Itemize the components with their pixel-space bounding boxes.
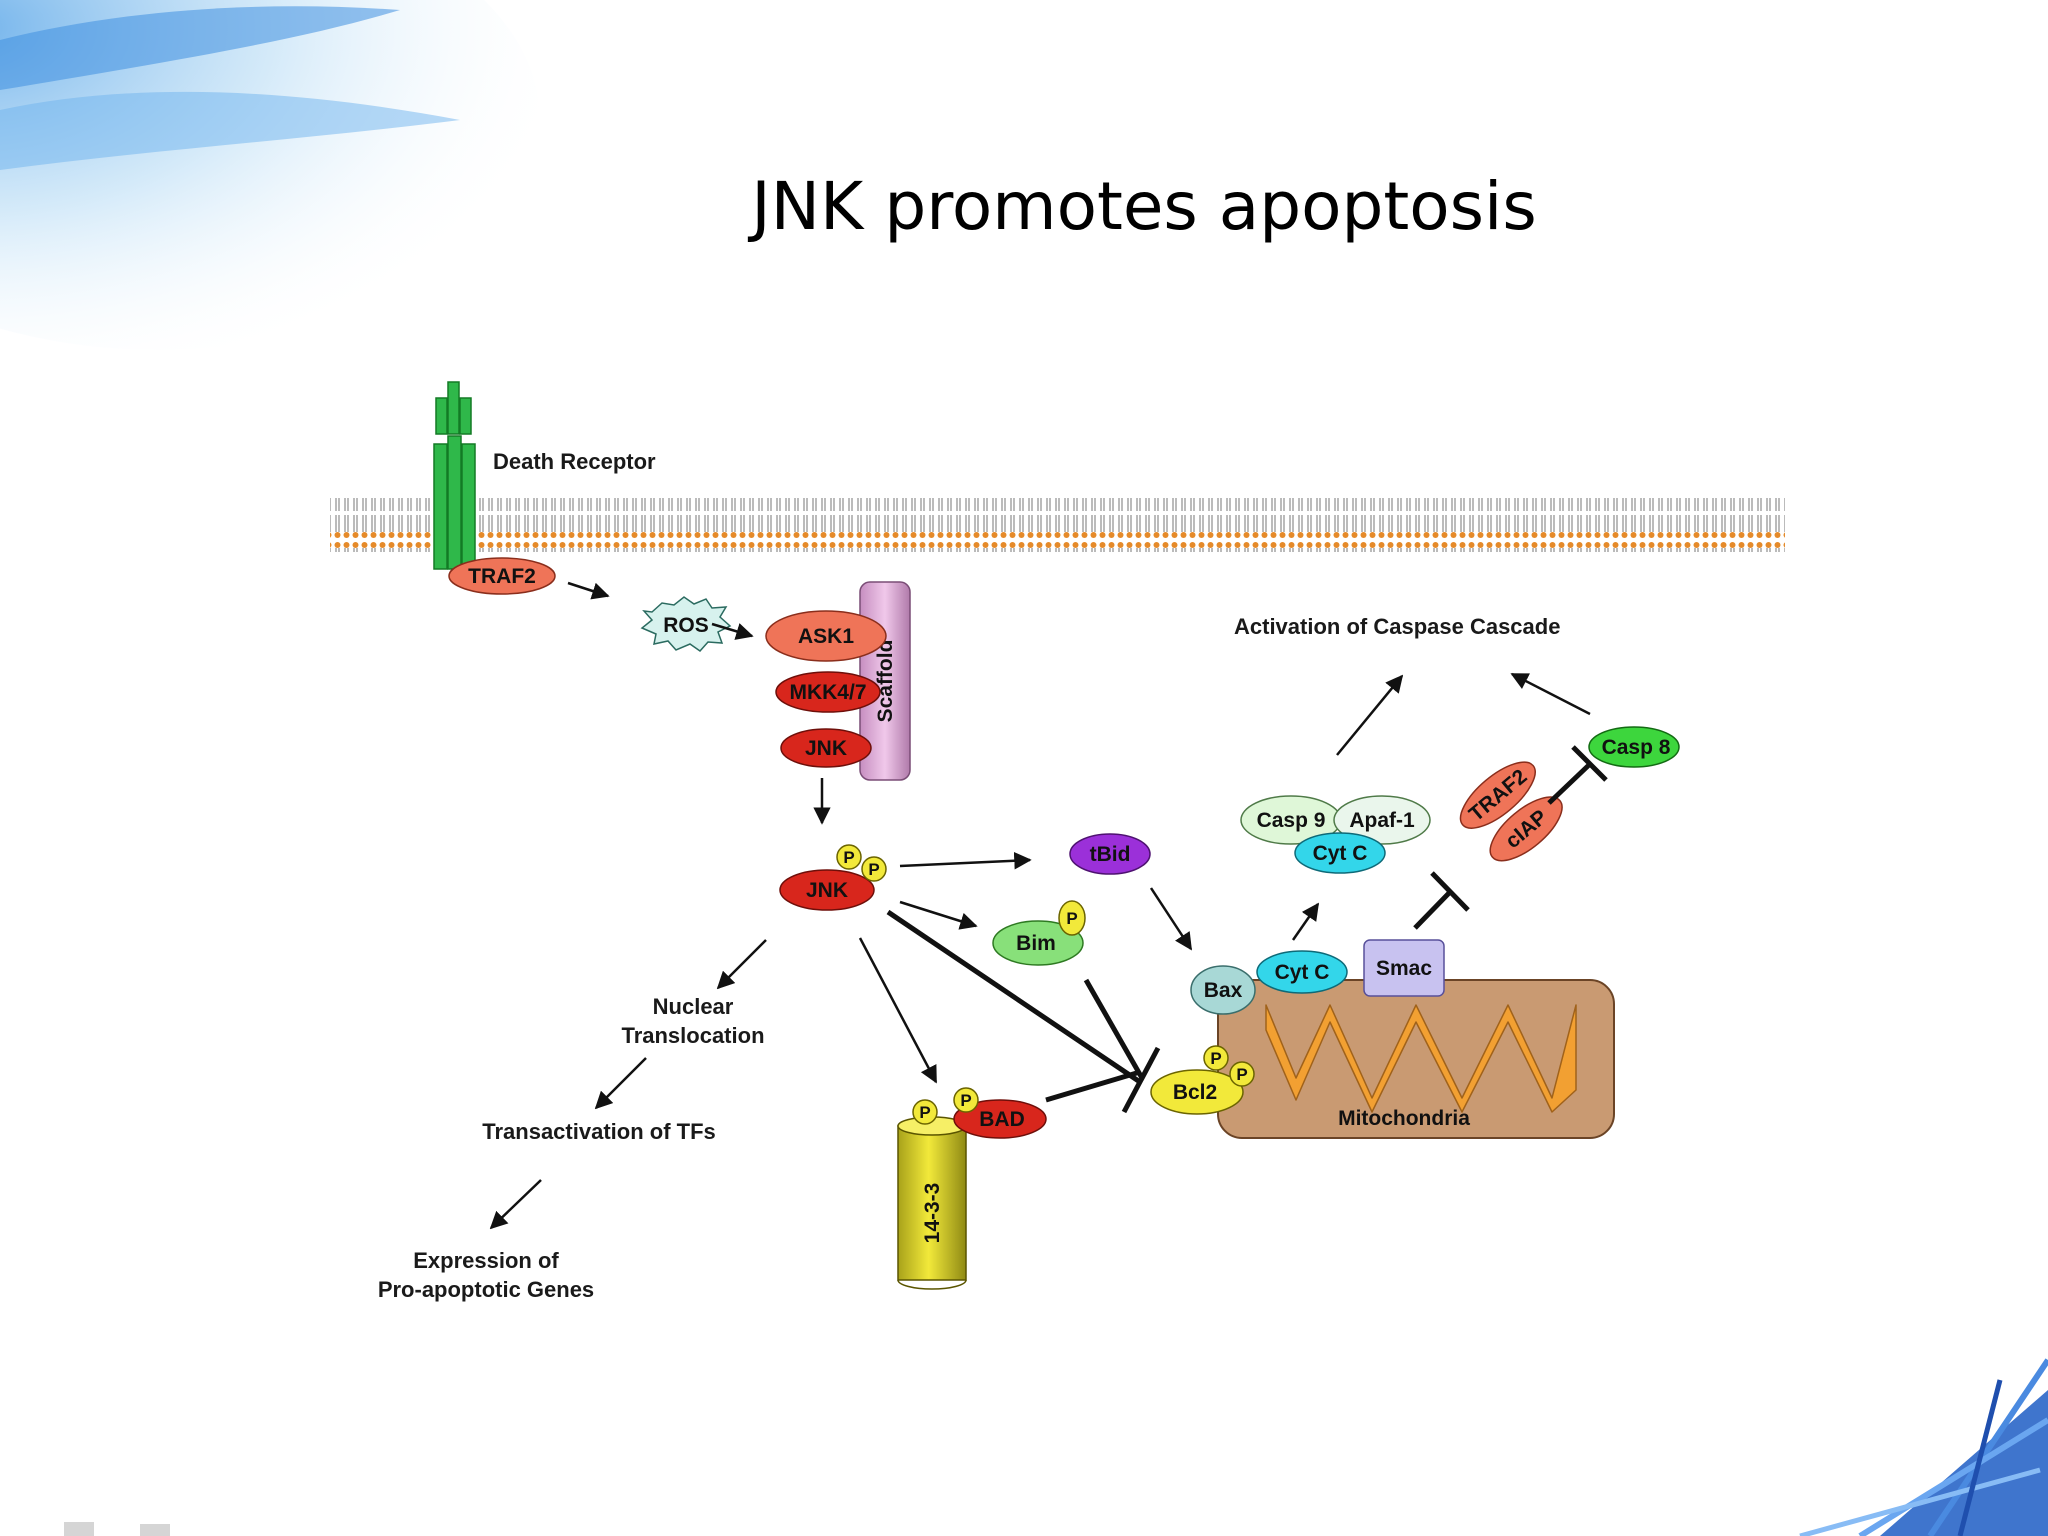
molecule-ros: [640, 596, 732, 652]
arrow-jnk-to-nuclear: [716, 939, 767, 990]
phospho-14-3-3: [912, 1099, 938, 1125]
molecule-casp8: [1588, 726, 1680, 768]
label-casp8: Casp 8: [1602, 736, 1671, 759]
arrow-traf2-to-ros: [567, 581, 610, 600]
label-mitochondria: Mitochondria: [1338, 1107, 1470, 1130]
label-phospho-14-3-3: P: [919, 1103, 930, 1122]
label-expression: Expression of: [413, 1248, 559, 1273]
inhibit-bad-to-bcl2: [1045, 1069, 1141, 1103]
arrow-jnk-to-bim: [899, 900, 978, 930]
label-bcl2: Bcl2: [1173, 1081, 1217, 1104]
molecule-jnk-phosphorylated: [779, 869, 875, 911]
label-traf2: TRAF2: [468, 565, 536, 588]
molecule-bcl2: [1150, 1069, 1244, 1115]
arrow-jnk-to-tbid: [899, 851, 1032, 870]
molecule-bax: [1190, 965, 1256, 1015]
mitochondria-cristae: [1265, 1004, 1577, 1113]
label-tbid: tBid: [1090, 843, 1131, 866]
label-phospho-bim: P: [1066, 909, 1077, 928]
label-14-3-3: 14-3-3: [921, 1183, 944, 1244]
cell-membrane: [330, 498, 1785, 552]
bottom-right-flower-decoration: [1799, 1358, 2048, 1536]
label-mkk4-7: MKK4/7: [789, 681, 866, 704]
label-phospho-bad: P: [960, 1091, 971, 1110]
molecule-cyt-c-mito: [1256, 950, 1348, 994]
phospho-bcl2-1: [1203, 1045, 1229, 1071]
molecule-traf2: [448, 557, 556, 595]
inhibit-smac-to-ciap: [1413, 889, 1453, 930]
phospho-bad: [953, 1087, 979, 1113]
molecule-bad: [953, 1099, 1047, 1139]
molecule-cyt-c-apoptosome: [1294, 832, 1386, 874]
label-jnk-phosphorylated: JNK: [806, 879, 848, 902]
molecule-traf2-ciap-complex: [1459, 761, 1536, 829]
molecule-smac: [1363, 939, 1445, 997]
inhibit-jnk-to-bcl2: [886, 909, 1142, 1085]
label-phospho-bcl2-1: P: [1210, 1049, 1221, 1068]
label-nuclear: Nuclear: [653, 994, 734, 1019]
label-bim: Bim: [1016, 932, 1056, 955]
label-casp9: Casp 9: [1257, 809, 1326, 832]
label-caspase-cascade: Activation of Caspase Cascade: [1234, 614, 1560, 639]
molecule-ask1: [765, 610, 887, 662]
label-scaffold: Scaffold: [874, 640, 897, 723]
phospho-jnk-1: [836, 844, 862, 870]
inhibit-bar-casp8: [1571, 745, 1608, 782]
label-transactivation: Transactivation of TFs: [482, 1119, 716, 1144]
inhibit-ciap-to-casp8: [1547, 762, 1592, 805]
molecule-apaf1: [1333, 795, 1431, 845]
molecule-jnk-scaffold: [780, 728, 872, 768]
label-phospho-bcl2-2: P: [1236, 1065, 1247, 1084]
label-phospho-jnk-1: P: [843, 848, 854, 867]
arrow-transactivation-to-expression: [489, 1179, 542, 1230]
arrow-tbid-to-bax: [1149, 887, 1193, 951]
arrow-nuclear-to-transactivation: [594, 1057, 647, 1110]
inhibit-bim-to-bcl2: [1083, 978, 1145, 1080]
label-cyt-c-mito: Cyt C: [1275, 961, 1330, 984]
label-pro-apoptotic-genes: Pro-apoptotic Genes: [378, 1277, 594, 1302]
slide-title: JNK promotes apoptosis: [751, 168, 1537, 245]
arrow-ros-to-ask1: [711, 622, 754, 640]
arrow-casp8-to-caspase: [1510, 672, 1591, 716]
label-bax: Bax: [1204, 979, 1243, 1002]
inhibition-lines: [886, 745, 1608, 1114]
molecule-bim: [992, 920, 1084, 966]
phospho-jnk-2: [861, 856, 887, 882]
phospho-bcl2-2: [1229, 1061, 1255, 1087]
label-death-receptor: Death Receptor: [493, 449, 656, 474]
label-bad: BAD: [979, 1108, 1025, 1131]
inhibit-bar-bcl2: [1121, 1046, 1161, 1114]
label-apaf1: Apaf-1: [1349, 809, 1415, 832]
top-left-sky-decoration: [0, 0, 540, 350]
label-translocation: Translocation: [621, 1023, 764, 1048]
death-receptor: [433, 381, 476, 570]
label-smac: Smac: [1376, 957, 1432, 980]
arrow-jnk-to-bad: [858, 937, 938, 1084]
molecule-tbid: [1069, 833, 1151, 875]
activation-arrows: [489, 581, 1591, 1230]
label-ros: ROS: [663, 614, 709, 637]
phospho-bim: [1058, 900, 1086, 936]
label-phospho-jnk-2: P: [868, 860, 879, 879]
label-jnk-scaffold: JNK: [805, 737, 847, 760]
inhibit-bar-ciap: [1430, 871, 1470, 912]
arrow-cytc-to-apoptosome: [1291, 902, 1320, 941]
molecule-ciap: [1489, 796, 1563, 862]
molecule-mkk4-7: [775, 671, 881, 713]
arrow-apoptosome-to-caspase: [1336, 674, 1404, 756]
protein-14-3-3: [897, 1116, 967, 1290]
bottom-left-toolbar-decoration: [64, 1522, 170, 1536]
label-ask1: ASK1: [798, 625, 854, 648]
label-cyt-c-apoptosome: Cyt C: [1313, 842, 1368, 865]
